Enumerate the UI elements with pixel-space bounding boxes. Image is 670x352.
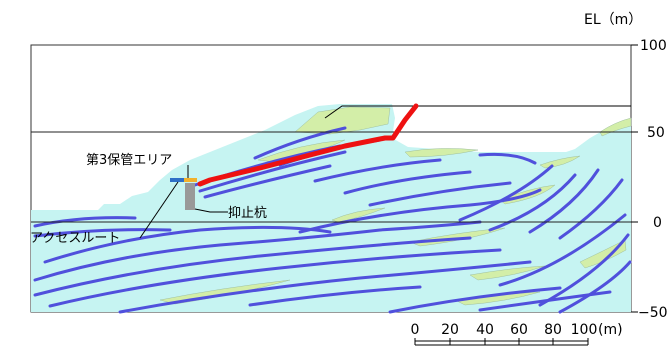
- scale-tick-label: 100: [571, 322, 598, 338]
- joint-line: [538, 233, 630, 307]
- joint-line: [203, 164, 332, 199]
- axis-label-minus50: −50: [638, 305, 668, 321]
- joint-line: [528, 168, 600, 234]
- joint-line: [298, 188, 542, 234]
- restraint-pile-label: 抑止杭: [228, 206, 267, 221]
- joint-line: [253, 126, 347, 160]
- scale-unit: (m): [598, 322, 623, 338]
- axis-label-50: 50: [647, 125, 665, 141]
- joint-line: [248, 285, 422, 307]
- axis-label-100: 100: [640, 38, 667, 54]
- joint-line: [43, 225, 332, 264]
- scale-tick-label: 0: [411, 322, 420, 338]
- scale-tick-label: 60: [510, 322, 528, 338]
- pile-leader: [194, 208, 228, 213]
- joint-line: [33, 228, 172, 238]
- storage-area-blue: [170, 178, 184, 182]
- joint-line: [458, 164, 554, 222]
- axis-label-0: 0: [653, 215, 662, 231]
- elevation-axis-title: EL（m）: [584, 12, 642, 28]
- joints: [33, 126, 632, 314]
- joint-line: [558, 178, 624, 240]
- storage-area-yellow: [184, 178, 197, 182]
- scale-tick-label: 20: [441, 322, 459, 338]
- scale-bar: 0 20 40 60 80 100 (m): [411, 322, 623, 346]
- joint-line: [313, 158, 442, 183]
- elevation-lines: [31, 131, 631, 223]
- weak-layer: [404, 148, 479, 158]
- scale-bar-ruler: [414, 338, 589, 346]
- joint-line: [48, 248, 502, 308]
- joint-line: [558, 260, 632, 314]
- joint-line: [368, 181, 512, 207]
- access-route-leader: [139, 181, 179, 239]
- scale-tick-label: 80: [544, 322, 562, 338]
- joint-line: [478, 152, 537, 165]
- joint-line: [118, 260, 532, 314]
- weak-layer: [579, 239, 627, 269]
- joint-line: [198, 150, 347, 193]
- joint-line: [388, 286, 562, 314]
- joint-line: [498, 213, 627, 287]
- joint-line: [343, 170, 472, 195]
- access-route-line: [197, 103, 419, 187]
- joint-line: [33, 220, 482, 282]
- storage-area-label: 第3保管エリア: [86, 153, 172, 168]
- joint-line: [33, 216, 137, 228]
- access-route-label: アクセスルート: [30, 231, 120, 246]
- scale-tick-label: 40: [476, 322, 494, 338]
- elevation-axis: [631, 44, 638, 313]
- weak-layer-slope: [294, 106, 391, 135]
- restraint-pile: [185, 183, 195, 210]
- joint-line: [33, 236, 472, 297]
- joint-line: [488, 173, 577, 232]
- leader-line: [324, 105, 631, 119]
